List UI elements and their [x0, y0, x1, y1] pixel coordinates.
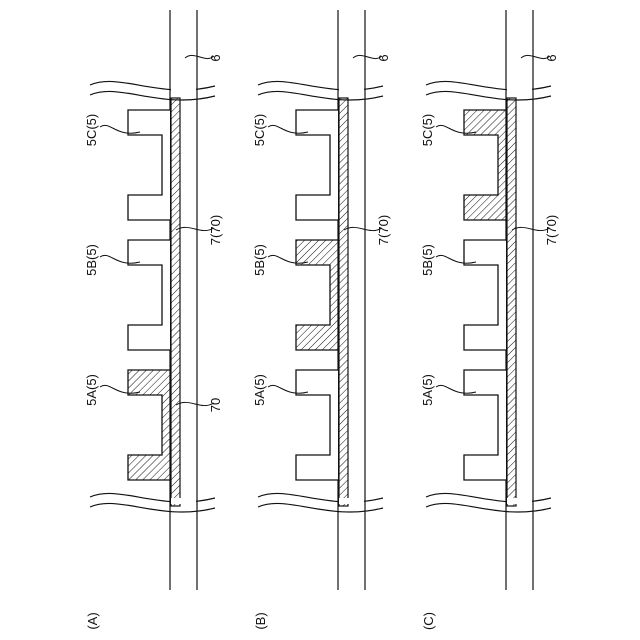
- block-5b: [128, 240, 170, 350]
- block-label: 5C(5): [84, 114, 99, 147]
- panels-group: 5A(5) 5B(5) 5C(5) 6 7(70) 70 (A) 5A(5) 5B(5) 5C(5…: [84, 10, 559, 630]
- panel-a: 5A(5) 5B(5) 5C(5) 6 7(70) 70 (A): [84, 10, 223, 630]
- block-label: 5C(5): [420, 114, 435, 147]
- block-5b: [296, 240, 338, 350]
- panel-label: (C): [421, 612, 436, 630]
- block-label: 5A(5): [252, 374, 267, 406]
- break-line-top: [90, 81, 215, 100]
- block-5a: [296, 370, 338, 480]
- panel-c: 5A(5) 5B(5) 5C(5) 6 7(70) (C): [420, 10, 559, 630]
- block-5a: [128, 370, 170, 480]
- substrate-ref-label: 6: [208, 54, 223, 61]
- block-5c: [296, 110, 338, 220]
- block-5c: [128, 110, 170, 220]
- panel-b: 5A(5) 5B(5) 5C(5) 6 7(70) (B): [252, 10, 391, 630]
- block-label: 5B(5): [252, 244, 267, 276]
- block-label: 5A(5): [84, 374, 99, 406]
- break-line-top: [258, 81, 383, 100]
- substrate-ref-label: 6: [376, 54, 391, 61]
- substrate-ref-label: 6: [544, 54, 559, 61]
- block-5a: [464, 370, 506, 480]
- layer-ref-label: 7(70): [208, 215, 223, 245]
- block-label: 5B(5): [84, 244, 99, 276]
- panel-label: (A): [85, 612, 100, 629]
- block-label: 5A(5): [420, 374, 435, 406]
- hatched-layer: [507, 98, 516, 506]
- block-label: 5C(5): [252, 114, 267, 147]
- break-line-bottom: [258, 493, 383, 512]
- layer-ref-label: 7(70): [544, 215, 559, 245]
- block-label: 5B(5): [420, 244, 435, 276]
- block-5b: [464, 240, 506, 350]
- break-line-bottom: [426, 493, 551, 512]
- break-line-bottom: [90, 493, 215, 512]
- hatched-layer: [339, 98, 348, 506]
- hatched-layer: [171, 98, 180, 506]
- break-line-top: [426, 81, 551, 100]
- panel-label: (B): [253, 612, 268, 629]
- extra-ref-label: 70: [208, 398, 223, 412]
- layer-ref-label: 7(70): [376, 215, 391, 245]
- block-5c: [464, 110, 506, 220]
